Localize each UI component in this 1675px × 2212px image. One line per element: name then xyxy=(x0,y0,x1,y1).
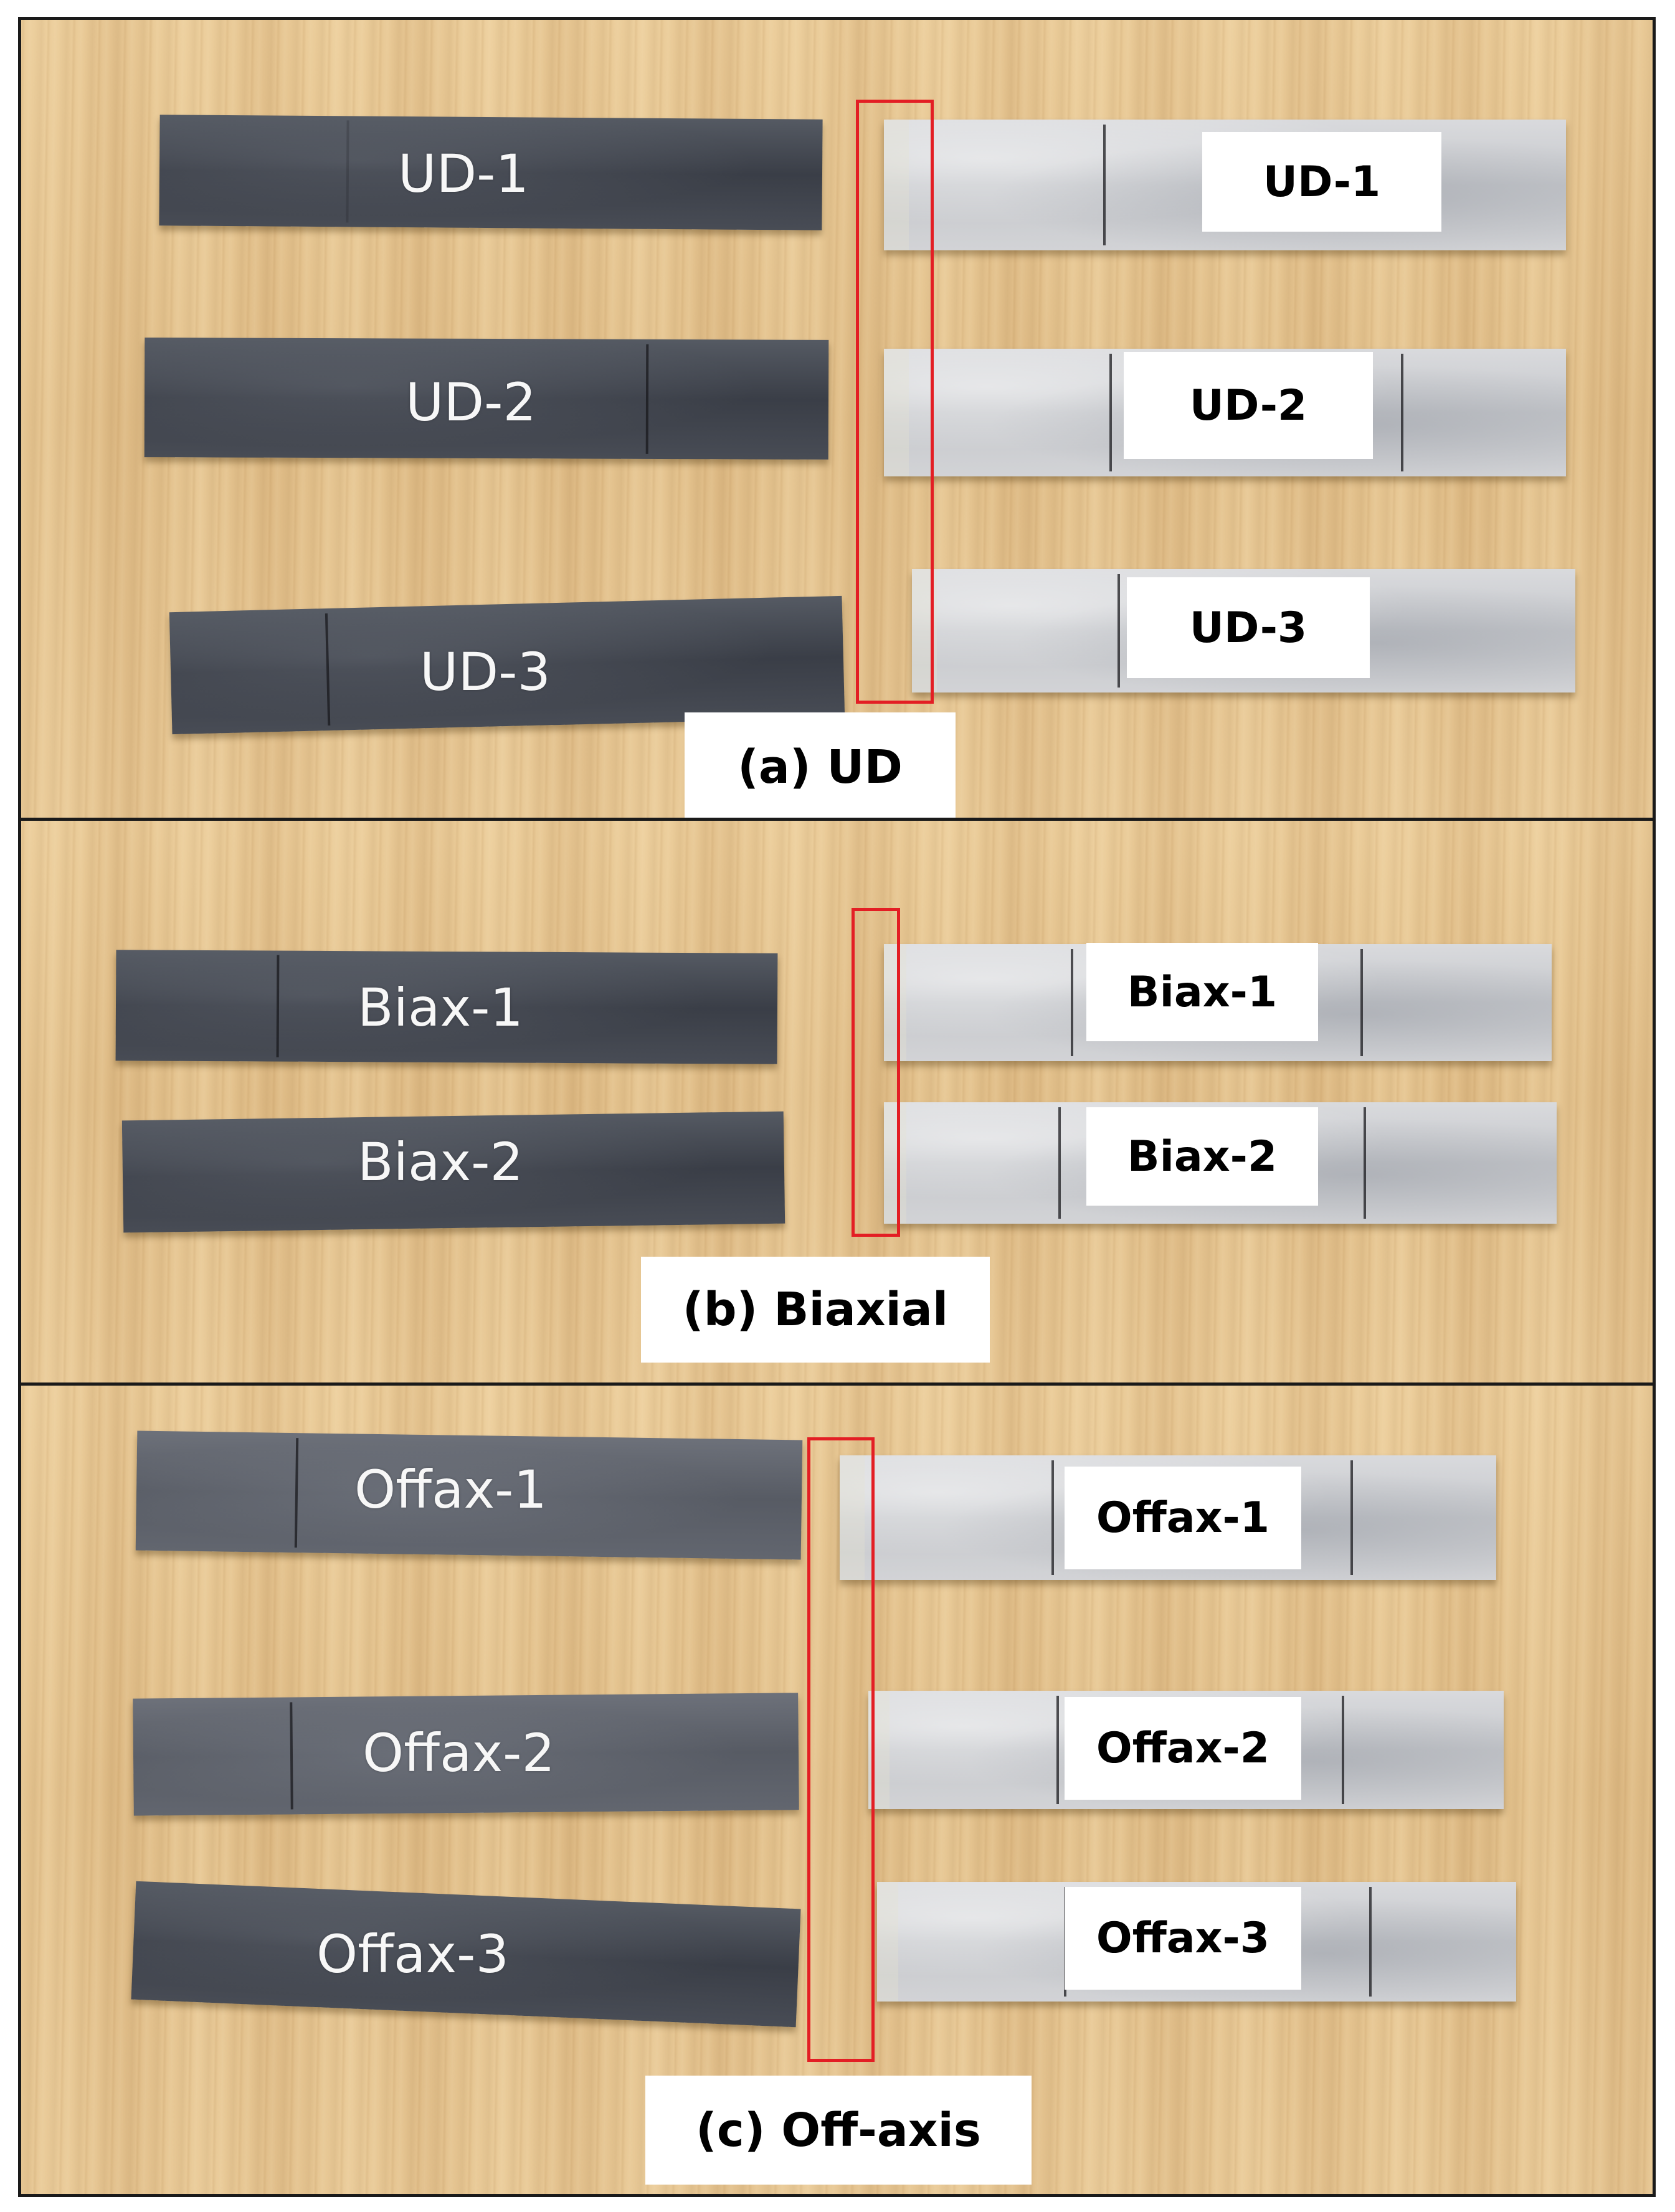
specimen-label-box: Biax-1 xyxy=(1086,943,1318,1041)
specimen-label-box: Offax-2 xyxy=(1065,1697,1301,1800)
specimen-label-left: Biax-2 xyxy=(358,1132,523,1193)
fracture-highlight-box xyxy=(852,908,900,1237)
panel-ud: UD-1 UD-2 UD-3 UD-1 UD-2 UD-3 (a) UD xyxy=(18,17,1656,821)
panel-caption: (c) Off-axis xyxy=(645,2076,1032,2185)
specimen-label-box: UD-3 xyxy=(1127,577,1370,678)
panel-off-axis: Offax-1 Offax-2 Offax-3 Offax-1 Offax-2 … xyxy=(18,1382,1656,2197)
specimen-label-left: UD-1 xyxy=(398,143,529,204)
panel-biaxial: Biax-1 Biax-2 Biax-1 Biax-2 (b) Biaxial xyxy=(18,818,1656,1386)
specimen-label-left: Biax-1 xyxy=(358,977,523,1038)
fracture-highlight-box xyxy=(856,100,934,704)
specimen-label-left: UD-2 xyxy=(406,372,536,433)
specimen-label-left: UD-3 xyxy=(420,641,551,702)
specimen-label-left: Offax-1 xyxy=(354,1459,547,1520)
specimen-label-box: Offax-1 xyxy=(1065,1467,1301,1569)
specimen-label-box: Offax-3 xyxy=(1065,1887,1301,1990)
specimen-label-left: Offax-2 xyxy=(363,1723,555,1784)
specimen-label-box: UD-2 xyxy=(1124,352,1373,459)
specimen-label-box: Biax-2 xyxy=(1086,1107,1318,1206)
specimen-label-left: Offax-3 xyxy=(316,1924,509,1985)
specimen-label-box: UD-1 xyxy=(1202,132,1441,232)
fracture-highlight-box xyxy=(807,1437,875,2062)
panel-caption: (a) UD xyxy=(685,712,956,818)
panel-caption: (b) Biaxial xyxy=(641,1257,990,1363)
